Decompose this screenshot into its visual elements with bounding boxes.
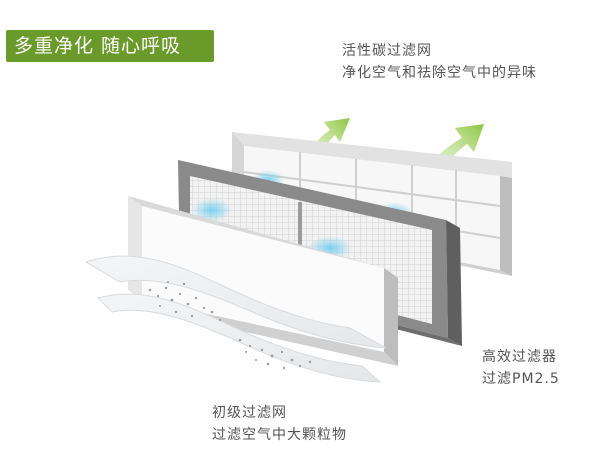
hepa-filter-title: 高效过滤器: [482, 349, 557, 365]
filter-cloth: [84, 255, 387, 383]
primary-filter-title: 初级过滤网: [212, 405, 287, 421]
primary-filter-label: 初级过滤网 过滤空气中大颗粒物: [212, 402, 347, 446]
carbon-filter-label: 活性碳过滤网 净化空气和祛除空气中的异味: [342, 40, 537, 84]
primary-filter-desc: 过滤空气中大颗粒物: [212, 427, 347, 443]
carbon-filter-title: 活性碳过滤网: [342, 43, 432, 59]
carbon-filter-desc: 净化空气和祛除空气中的异味: [342, 65, 537, 81]
slogan-badge: 多重净化 随心呼吸: [6, 30, 214, 62]
hepa-filter-desc: 过滤PM2.5: [482, 371, 560, 387]
dust-particles: [148, 281, 312, 370]
hepa-filter-label: 高效过滤器 过滤PM2.5: [482, 346, 560, 390]
